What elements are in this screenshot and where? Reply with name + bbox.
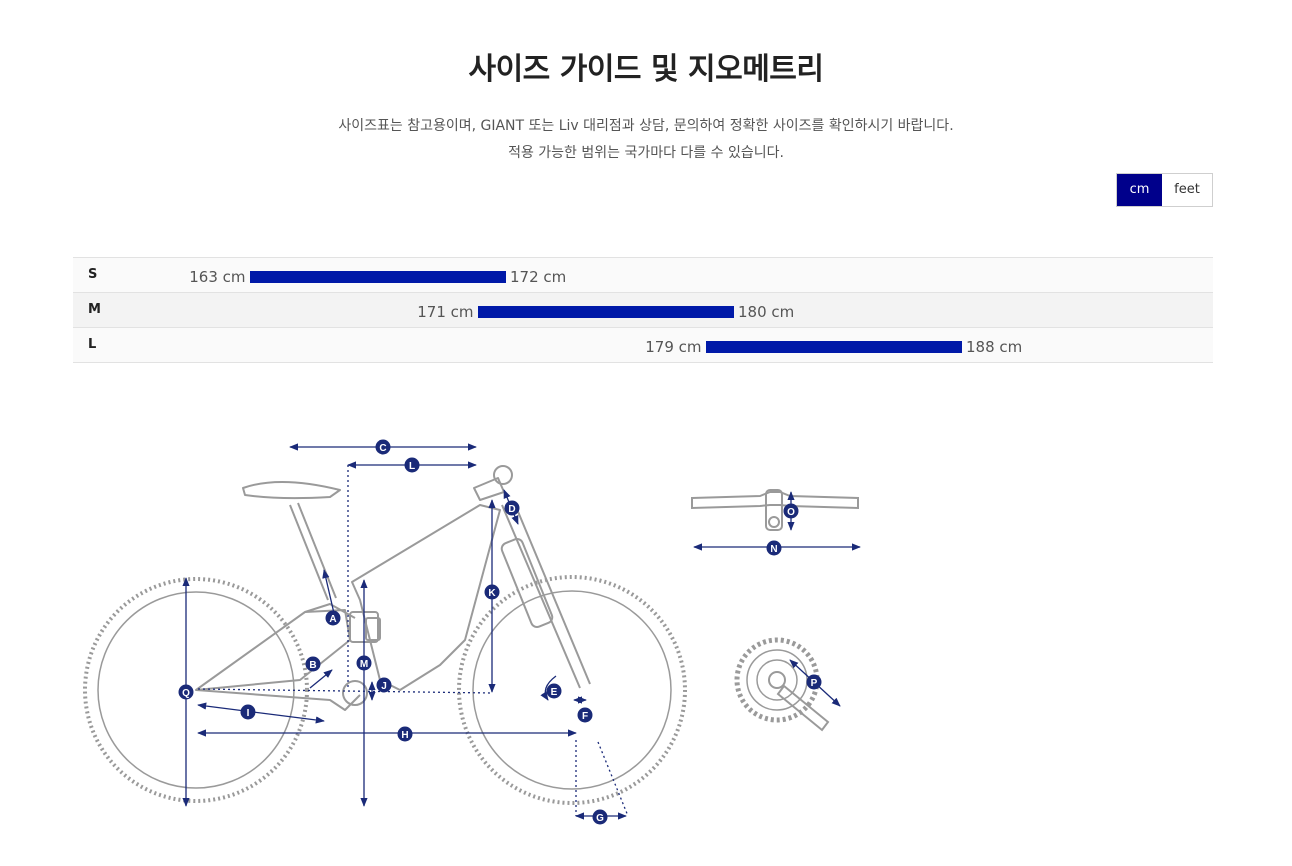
marker-k: K bbox=[484, 584, 500, 600]
size-label: L bbox=[88, 337, 97, 352]
size-chart: S 163 cm 172 cm M 171 cm 180 cm L 179 cm… bbox=[73, 257, 1213, 363]
marker-g: G bbox=[592, 809, 608, 825]
marker-label: Q bbox=[182, 688, 190, 699]
marker-label: L bbox=[409, 461, 415, 472]
marker-label: K bbox=[488, 588, 496, 599]
description-line-1: 사이즈표는 참고용이며, GIANT 또는 Liv 대리점과 상담, 문의하여 … bbox=[338, 118, 954, 134]
marker-label: G bbox=[596, 813, 604, 824]
description-line-2: 적용 가능한 범위는 국가마다 다를 수 있습니다. bbox=[508, 145, 784, 161]
marker-label: N bbox=[770, 544, 777, 555]
marker-label: H bbox=[401, 730, 408, 741]
size-max-value: 180 cm bbox=[738, 303, 795, 321]
marker-h: H bbox=[397, 726, 413, 742]
unit-cm-button[interactable]: cm bbox=[1117, 174, 1162, 206]
size-row-s: S 163 cm 172 cm bbox=[73, 258, 1213, 293]
size-range-bar bbox=[705, 341, 962, 353]
marker-label: P bbox=[811, 678, 818, 689]
size-range-bar bbox=[249, 271, 506, 283]
size-min-value: 163 cm bbox=[189, 268, 246, 286]
marker-label: E bbox=[551, 687, 558, 698]
marker-i: I bbox=[240, 704, 256, 720]
marker-label: J bbox=[381, 681, 387, 692]
marker-f: F bbox=[577, 707, 593, 723]
bike-frame bbox=[195, 465, 591, 711]
marker-j: J bbox=[376, 677, 392, 693]
unit-feet-button[interactable]: feet bbox=[1162, 174, 1212, 206]
marker-c: C bbox=[375, 439, 391, 455]
marker-label: B bbox=[309, 660, 316, 671]
marker-b: B bbox=[305, 656, 321, 672]
marker-p: P bbox=[806, 674, 822, 690]
marker-l: L bbox=[404, 457, 420, 473]
marker-n: N bbox=[766, 540, 782, 556]
marker-q: Q bbox=[178, 684, 194, 700]
dimension-lines bbox=[182, 443, 861, 820]
handlebar-detail bbox=[691, 489, 859, 531]
size-row-l: L 179 cm 188 cm bbox=[73, 328, 1213, 363]
marker-a: A bbox=[325, 610, 341, 626]
page-title: 사이즈 가이드 및 지오메트리 bbox=[468, 52, 824, 87]
marker-label: F bbox=[582, 711, 588, 722]
marker-label: I bbox=[247, 708, 250, 719]
size-row-m: M 171 cm 180 cm bbox=[73, 293, 1213, 328]
marker-d: D bbox=[504, 500, 520, 516]
front-wheel bbox=[457, 575, 687, 805]
size-max-value: 172 cm bbox=[510, 268, 567, 286]
marker-label: A bbox=[329, 614, 336, 625]
size-label: S bbox=[88, 267, 98, 282]
marker-label: O bbox=[787, 507, 795, 518]
size-max-value: 188 cm bbox=[966, 338, 1023, 356]
size-min-value: 179 cm bbox=[645, 338, 702, 356]
marker-e: E bbox=[546, 683, 562, 699]
unit-toggle: cm feet bbox=[1116, 173, 1213, 207]
marker-label: M bbox=[360, 659, 368, 670]
size-min-value: 171 cm bbox=[417, 303, 474, 321]
marker-o: O bbox=[783, 503, 799, 519]
size-range-bar bbox=[477, 306, 734, 318]
marker-label: D bbox=[508, 504, 515, 515]
marker-m: M bbox=[356, 655, 372, 671]
marker-label: C bbox=[379, 443, 386, 454]
size-label: M bbox=[88, 302, 101, 317]
